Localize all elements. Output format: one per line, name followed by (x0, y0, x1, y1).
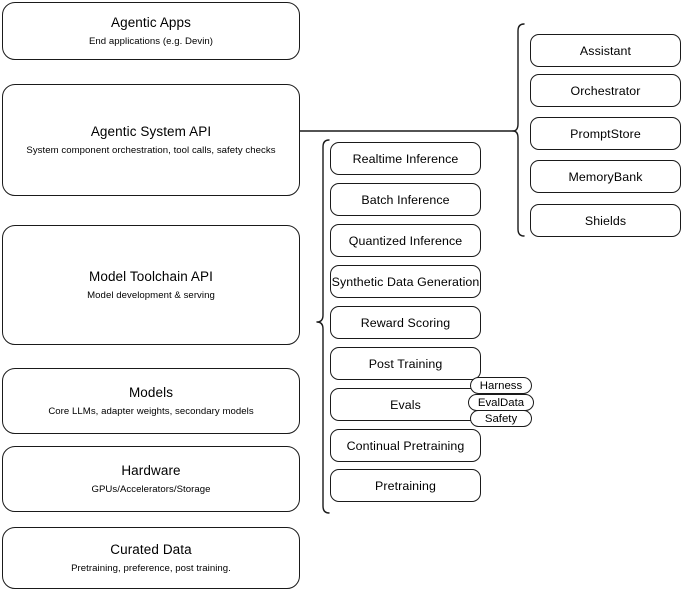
component-realtime-inference[interactable]: Realtime Inference (330, 142, 481, 175)
component-memorybank[interactable]: MemoryBank (530, 160, 681, 193)
layer-subtitle: Model development & serving (87, 289, 215, 301)
component-label: Assistant (579, 43, 632, 58)
component-batch-inference[interactable]: Batch Inference (330, 183, 481, 216)
component-label: Synthetic Data Generation (331, 274, 480, 289)
component-synthetic-data-generation[interactable]: Synthetic Data Generation (330, 265, 481, 298)
layer-agentic-apps[interactable]: Agentic Apps End applications (e.g. Devi… (2, 2, 300, 60)
component-assistant[interactable]: Assistant (530, 34, 681, 67)
layer-curated-data[interactable]: Curated Data Pretraining, preference, po… (2, 527, 300, 589)
layer-title: Hardware (121, 462, 181, 478)
component-label: Realtime Inference (352, 151, 459, 166)
layer-title: Model Toolchain API (89, 268, 213, 284)
component-orchestrator[interactable]: Orchestrator (530, 74, 681, 107)
layer-subtitle: End applications (e.g. Devin) (88, 35, 214, 47)
component-pretraining[interactable]: Pretraining (330, 469, 481, 502)
component-label: MemoryBank (568, 169, 643, 184)
component-quantized-inference[interactable]: Quantized Inference (330, 224, 481, 257)
layer-agentic-system-api[interactable]: Agentic System API System component orch… (2, 84, 300, 196)
layer-subtitle: GPUs/Accelerators/Storage (91, 483, 211, 495)
pill-label: Safety (484, 412, 518, 425)
component-continual-pretraining[interactable]: Continual Pretraining (330, 429, 481, 462)
layer-title: Models (128, 384, 174, 400)
component-post-training[interactable]: Post Training (330, 347, 481, 380)
component-label: Evals (390, 397, 421, 412)
component-label: Shields (584, 213, 627, 228)
component-label: Continual Pretraining (346, 438, 465, 453)
layer-models[interactable]: Models Core LLMs, adapter weights, secon… (2, 368, 300, 434)
agentic-system-brace (512, 23, 525, 237)
component-evals[interactable]: Evals (330, 388, 481, 421)
layer-subtitle: System component orchestration, tool cal… (26, 144, 276, 156)
eval-pill-evaldata[interactable]: EvalData (468, 394, 534, 411)
component-promptstore[interactable]: PromptStore (530, 117, 681, 150)
layer-model-toolchain-api[interactable]: Model Toolchain API Model development & … (2, 225, 300, 345)
eval-pill-harness[interactable]: Harness (470, 377, 532, 394)
component-label: Quantized Inference (348, 233, 463, 248)
component-label: Post Training (368, 356, 443, 371)
pill-label: EvalData (477, 396, 525, 409)
layer-title: Agentic System API (90, 123, 212, 139)
eval-pill-safety[interactable]: Safety (470, 410, 532, 427)
component-reward-scoring[interactable]: Reward Scoring (330, 306, 481, 339)
component-label: Pretraining (374, 478, 437, 493)
component-label: Reward Scoring (360, 315, 451, 330)
model-toolchain-brace (316, 139, 330, 514)
component-label: Orchestrator (570, 83, 641, 98)
layer-subtitle: Pretraining, preference, post training. (71, 562, 231, 574)
component-shields[interactable]: Shields (530, 204, 681, 237)
layer-hardware[interactable]: Hardware GPUs/Accelerators/Storage (2, 446, 300, 512)
component-label: Batch Inference (361, 192, 450, 207)
layer-subtitle: Core LLMs, adapter weights, secondary mo… (48, 405, 254, 417)
layer-title: Agentic Apps (110, 14, 191, 30)
pill-label: Harness (479, 379, 523, 392)
component-label: PromptStore (570, 126, 641, 141)
layer-title: Curated Data (110, 541, 192, 557)
